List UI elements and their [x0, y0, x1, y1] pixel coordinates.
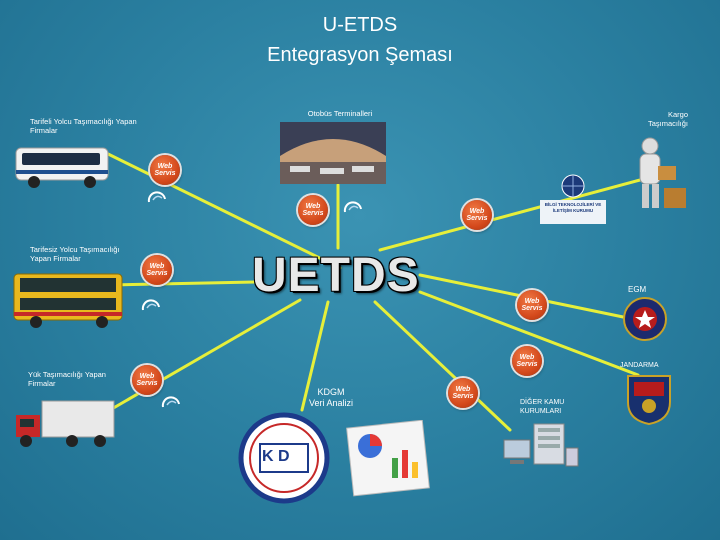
- report-image: [330, 419, 430, 503]
- web-service-label: Web Servis: [302, 203, 324, 217]
- web-service-label: Web Servis: [452, 386, 474, 400]
- web-service-icon: Web Servis: [448, 378, 478, 408]
- web-service-label: Web Servis: [136, 373, 158, 387]
- jandarma-logo: [624, 372, 674, 431]
- label-kdgm-line2: Veri Analizi: [308, 398, 354, 408]
- web-service-icon: Web Servis: [150, 155, 180, 185]
- web-service-label: Web Servis: [146, 263, 168, 277]
- terminal-image: [280, 122, 386, 189]
- connector-tarifesiz: [108, 280, 257, 287]
- web-service-icon: Web Servis: [298, 195, 328, 225]
- connector-kargo: [378, 178, 642, 252]
- uetds-center-label: UETDS: [252, 249, 420, 302]
- connector-yuk: [108, 298, 302, 412]
- title-line1: U-ETDS: [322, 14, 398, 36]
- bus-image: [12, 140, 112, 197]
- courier-image: [628, 132, 690, 219]
- label-otobus: Otobüs Terminalleri: [307, 109, 373, 118]
- web-service-label: Web Servis: [521, 298, 543, 312]
- web-service-icon: Web Servis: [132, 365, 162, 395]
- e-government-icon: [160, 395, 182, 418]
- web-service-icon: Web Servis: [142, 255, 172, 285]
- web-service-icon: Web Servis: [517, 290, 547, 320]
- connector-tarifeli: [98, 148, 342, 270]
- label-egm: EGM: [628, 285, 647, 294]
- label-tarifeli: Tarifeli Yolcu Taşımacılığı Yapan Firmal…: [30, 117, 137, 135]
- label-yuk: Yük Taşımacılığı Yapan Firmalar: [28, 370, 106, 388]
- web-service-label: Web Servis: [516, 354, 538, 368]
- double-decker-bus-image: [12, 268, 124, 335]
- label-kargo: Kargo Taşımacılığı: [647, 110, 688, 128]
- title-line2: Entegrasyon Şeması: [267, 44, 453, 66]
- kdgm-logo: [238, 412, 330, 509]
- connector-kdgm: [300, 300, 330, 412]
- label-tarifesiz: Tarifesiz Yolcu Taşımacılığı Yapan Firma…: [30, 245, 120, 263]
- label-kdgm-line1: KDGM: [317, 387, 345, 397]
- e-government-icon: [342, 200, 364, 223]
- connector-jandarma: [418, 290, 640, 377]
- btk-caption: BİLGİ TEKNOLOJİLERİ VE İLETİŞİM KURUMU: [544, 202, 602, 213]
- web-service-label: Web Servis: [154, 163, 176, 177]
- public-institutions-image: [500, 420, 580, 477]
- web-service-icon: Web Servis: [462, 200, 492, 230]
- label-jandarma: JANDARMA: [620, 362, 659, 369]
- truck-image: [12, 395, 116, 458]
- e-government-icon: [146, 190, 168, 213]
- connector-diger: [373, 300, 512, 432]
- egm-logo: [622, 296, 668, 347]
- kd-badge: K D: [262, 448, 290, 465]
- btk-logo: [538, 172, 608, 233]
- label-diger: DİĞER KAMU KURUMLARI: [520, 399, 565, 415]
- web-service-icon: Web Servis: [512, 346, 542, 376]
- web-service-label: Web Servis: [466, 208, 488, 222]
- e-government-icon: [140, 298, 162, 321]
